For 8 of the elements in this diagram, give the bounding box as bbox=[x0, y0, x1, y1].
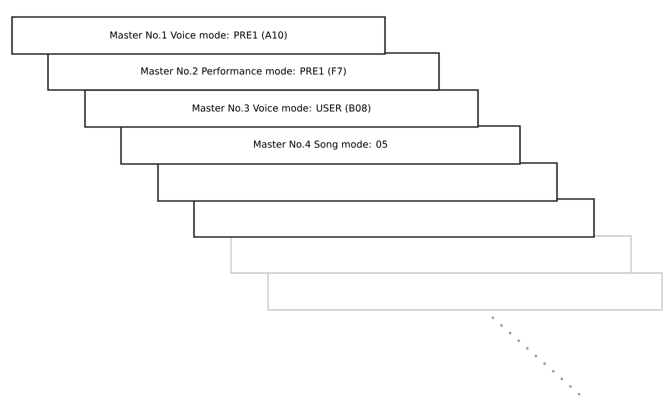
mode-box: Master No.1 Voice mode: PRE1 (A10) bbox=[11, 16, 386, 55]
empty-box bbox=[193, 198, 595, 238]
empty-box bbox=[157, 162, 558, 202]
mode-box: Master No.3 Voice mode: USER (B08) bbox=[84, 89, 479, 128]
empty-box bbox=[230, 236, 632, 274]
mode-box: Master No.2 Performance mode: PRE1 (F7) bbox=[47, 52, 440, 91]
mode-box: Master No.4 Song mode: 05 bbox=[120, 125, 521, 165]
empty-box bbox=[268, 272, 662, 310]
